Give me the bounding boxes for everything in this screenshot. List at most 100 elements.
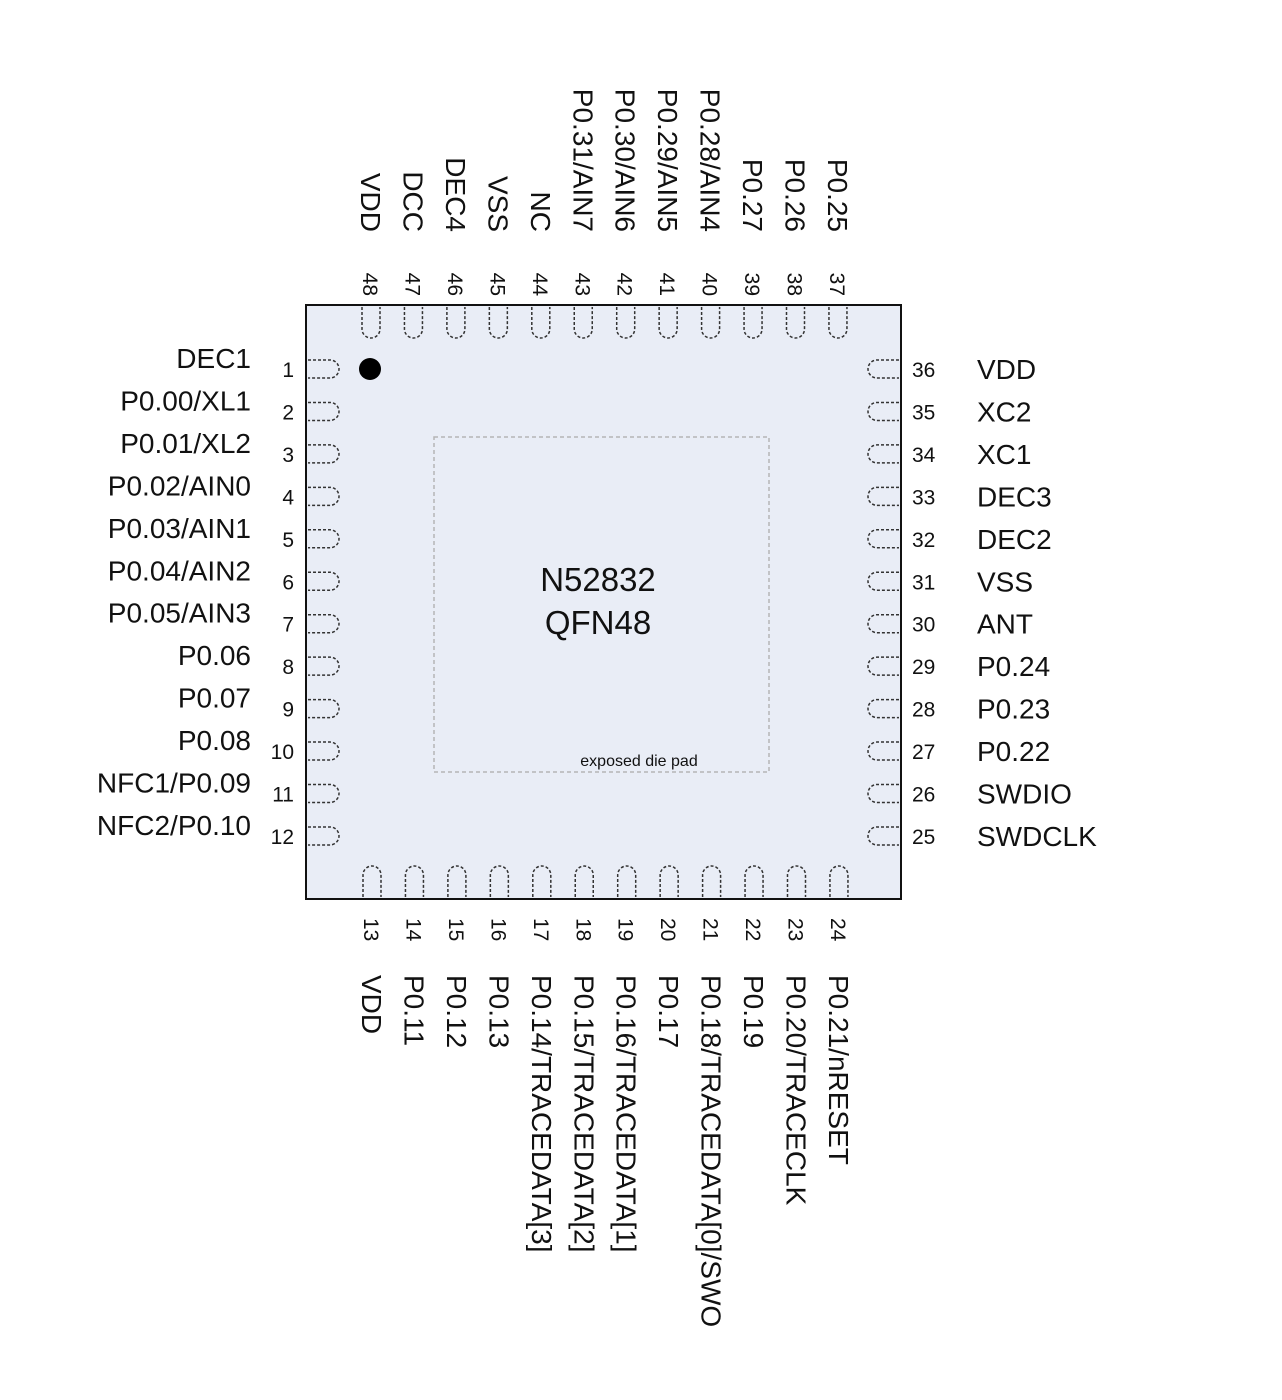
pin-pad bbox=[744, 865, 764, 897]
pin-number: 17 bbox=[529, 918, 552, 941]
pin-number: 5 bbox=[282, 529, 294, 552]
pin-number: 14 bbox=[401, 918, 424, 942]
pin-4: 4 P0.02/AIN0 bbox=[108, 470, 340, 509]
exposed-die-pad bbox=[433, 436, 770, 773]
chip-title-line-2: QFN48 bbox=[545, 604, 651, 641]
pin-name: P0.31/AIN7 bbox=[567, 89, 598, 232]
pin-name: XC1 bbox=[977, 439, 1031, 470]
pin-name: P0.26 bbox=[780, 159, 811, 232]
pin-number: 47 bbox=[400, 273, 423, 296]
pin-name: P0.13 bbox=[483, 975, 514, 1048]
pin-pad bbox=[447, 865, 467, 897]
pin-name: SWDIO bbox=[977, 779, 1072, 810]
pin-pad bbox=[828, 307, 848, 339]
pin-name: P0.30/AIN6 bbox=[610, 89, 641, 232]
pin-number: 33 bbox=[912, 486, 935, 509]
pin-name: P0.02/AIN0 bbox=[108, 470, 251, 501]
pin-name: XC2 bbox=[977, 396, 1031, 427]
pin-pad bbox=[867, 444, 899, 464]
pin-number: 4 bbox=[282, 486, 294, 509]
pin-pad bbox=[308, 826, 340, 846]
pin-name: VSS bbox=[977, 566, 1033, 597]
pin-name: VDD bbox=[977, 354, 1036, 385]
pin-1-dot bbox=[359, 358, 381, 380]
pin-name: P0.06 bbox=[178, 640, 251, 671]
pin-number: 31 bbox=[912, 571, 935, 594]
pin-number: 42 bbox=[613, 273, 636, 296]
pin-pad bbox=[308, 359, 340, 379]
pin-name: VSS bbox=[482, 176, 513, 232]
pin-43: 43 P0.31/AIN7 bbox=[567, 89, 598, 339]
pin-number: 18 bbox=[571, 918, 594, 941]
pin-number: 36 bbox=[912, 359, 935, 382]
pin-number: 46 bbox=[443, 273, 466, 296]
pin-name: NFC1/P0.09 bbox=[97, 768, 251, 799]
pin-number: 28 bbox=[912, 699, 935, 722]
pin-name: P0.12 bbox=[441, 975, 472, 1048]
pin-pad bbox=[531, 307, 551, 339]
pin-pad bbox=[658, 307, 678, 339]
pin-name: P0.22 bbox=[977, 736, 1050, 767]
pin-pad bbox=[615, 307, 636, 339]
pin-number: 19 bbox=[614, 918, 637, 941]
pin-name: DEC4 bbox=[440, 157, 471, 232]
pin-pad bbox=[867, 529, 899, 549]
pin-number: 7 bbox=[282, 614, 294, 637]
pin-name: P0.07 bbox=[178, 683, 251, 714]
pin-number: 2 bbox=[282, 401, 294, 424]
pin-name: P0.16/TRACEDATA[1] bbox=[611, 975, 642, 1253]
pin-number: 34 bbox=[912, 444, 936, 467]
pin-name: DEC2 bbox=[977, 524, 1052, 555]
pin-pad bbox=[308, 656, 340, 676]
pin-number: 25 bbox=[912, 826, 935, 849]
pin-pad bbox=[446, 307, 466, 339]
pin-name: P0.25 bbox=[822, 159, 853, 232]
pin-pad bbox=[308, 401, 340, 422]
pin-pad bbox=[308, 571, 340, 591]
pin-pad bbox=[867, 613, 899, 634]
pin-name: P0.17 bbox=[653, 975, 684, 1048]
pin-pad bbox=[308, 529, 340, 549]
pin-number: 11 bbox=[272, 784, 294, 807]
pin-name: VDD bbox=[356, 975, 387, 1034]
pin-number: 20 bbox=[656, 918, 679, 941]
pin-pad bbox=[616, 865, 637, 897]
pin-pad bbox=[700, 307, 721, 339]
pin-number: 43 bbox=[570, 273, 593, 296]
pins-layer: 1DEC12P0.00/XL13P0.01/XL24P0.02/AIN05P0.… bbox=[97, 89, 1097, 1327]
pin-name: P0.04/AIN2 bbox=[108, 555, 251, 586]
pin-number: 21 bbox=[699, 918, 722, 941]
pin-name: P0.21/nRESET bbox=[823, 975, 854, 1165]
pin-number: 9 bbox=[282, 699, 294, 722]
pin-number: 16 bbox=[486, 918, 509, 941]
pin-pad bbox=[786, 865, 807, 897]
pin-pad bbox=[308, 444, 340, 464]
pin-name: NC bbox=[525, 192, 556, 232]
pin-name: DCC bbox=[397, 171, 428, 232]
pin-name: P0.20/TRACECLK bbox=[781, 975, 812, 1206]
pin-number: 8 bbox=[282, 656, 294, 679]
pin-pad bbox=[659, 865, 679, 897]
pin-pad bbox=[308, 783, 340, 804]
pin-name: P0.11 bbox=[398, 975, 429, 1046]
pin-pad bbox=[574, 865, 594, 897]
pin-pad bbox=[573, 307, 593, 339]
pin-11: 11 NFC1/P0.09 bbox=[97, 768, 340, 807]
